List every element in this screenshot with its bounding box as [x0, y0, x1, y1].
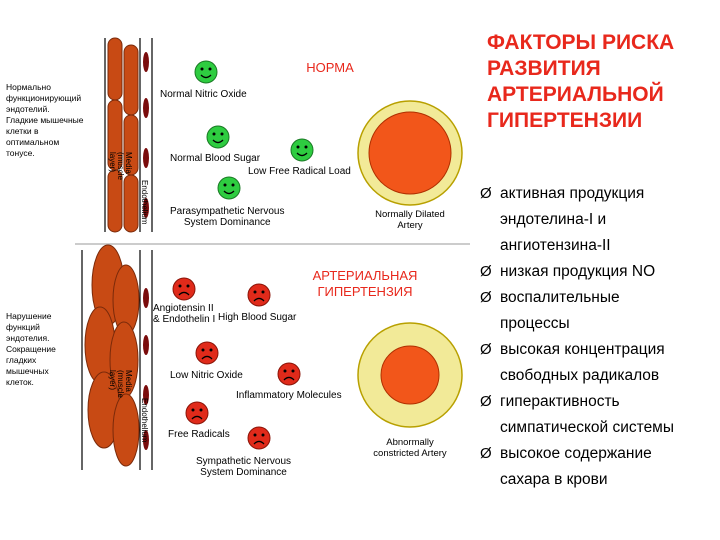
frown-icon: [247, 426, 271, 450]
hypertension-caption: Нарушение функций эндотелия. Сокращение …: [6, 311, 56, 387]
normal-vessel: [104, 37, 153, 233]
hyper-angiotensin-label: Angiotensin II & Endothelin I: [153, 303, 216, 325]
hyper-blood-sugar-label: High Blood Sugar: [218, 312, 297, 323]
frown-icon: [277, 362, 301, 386]
normal-nitric-oxide-label: Normal Nitric Oxide: [160, 89, 247, 100]
smile-icon: [194, 60, 218, 84]
normal-media-label: Media (muscle layer): [108, 152, 133, 181]
normal-artery-label: Normally Dilated Artery: [375, 209, 445, 231]
hyper-media-label: Media (muscle layer): [108, 370, 133, 399]
normal-endothelial-cell: [143, 52, 149, 72]
normal-muscle-cell: [123, 174, 139, 233]
normal-muscle-cell: [123, 44, 139, 116]
constricted-artery-label: Abnormally constricted Artery: [373, 437, 447, 459]
arrow-bullet-icon: Ø: [480, 185, 492, 202]
hyper-free-radicals-label: Free Radicals: [168, 429, 230, 440]
normal-endothelial-cell: [143, 198, 149, 218]
normal-free-radical-label: Low Free Radical Load: [248, 166, 351, 177]
normal-blood-sugar-label: Normal Blood Sugar: [170, 153, 261, 164]
hyper-endothelial-cell: [143, 430, 149, 450]
arrow-bullet-icon: Ø: [480, 263, 492, 280]
normal-nervous-label: Parasympathetic Nervous System Dominance: [170, 206, 285, 228]
arrow-bullet-icon: Ø: [480, 445, 492, 462]
hyper-nervous-label: Sympathetic Nervous System Dominance: [196, 456, 292, 478]
smile-icon: [290, 138, 314, 162]
normal-title: НОРМА: [306, 60, 354, 75]
arrow-bullet-icon: Ø: [480, 341, 492, 358]
normal-muscle-cell: [107, 37, 123, 101]
main-title: ФАКТОРЫ РИСКА РАЗВИТИЯ АРТЕРИАЛЬНОЙ ГИПЕ…: [487, 31, 675, 132]
smile-icon: [206, 125, 230, 149]
arrow-bullet-icon: Ø: [480, 393, 492, 410]
hyper-endothelium-label: Endothelium: [140, 398, 149, 443]
normal-artery: [357, 100, 463, 206]
normal-muscle-cell: [107, 169, 123, 233]
hyper-muscle-cell: [112, 393, 140, 467]
normal-caption: Нормально функционирующий эндотелий. Гла…: [6, 82, 84, 158]
hyper-endothelial-cell: [143, 335, 149, 355]
hyper-inflammatory-label: Inflammatory Molecules: [236, 390, 342, 401]
hyper-nitric-oxide-label: Low Nitric Oxide: [170, 370, 243, 381]
smile-icon: [217, 176, 241, 200]
hypertension-title: АРТЕРИАЛЬНАЯ ГИПЕРТЕНЗИЯ: [312, 268, 418, 299]
frown-icon: [172, 277, 196, 301]
normal-endothelium-label: Endothelium: [140, 180, 149, 225]
frown-icon: [195, 341, 219, 365]
hypertension-vessel: [81, 244, 153, 470]
hyper-endothelial-cell: [143, 288, 149, 308]
constricted-artery: [357, 322, 463, 428]
normal-endothelial-cell: [143, 98, 149, 118]
hyper-endothelial-cell: [143, 385, 149, 405]
frown-icon: [185, 401, 209, 425]
normal-endothelial-cell: [143, 148, 149, 168]
arrow-bullet-icon: Ø: [480, 289, 492, 306]
frown-icon: [247, 283, 271, 307]
